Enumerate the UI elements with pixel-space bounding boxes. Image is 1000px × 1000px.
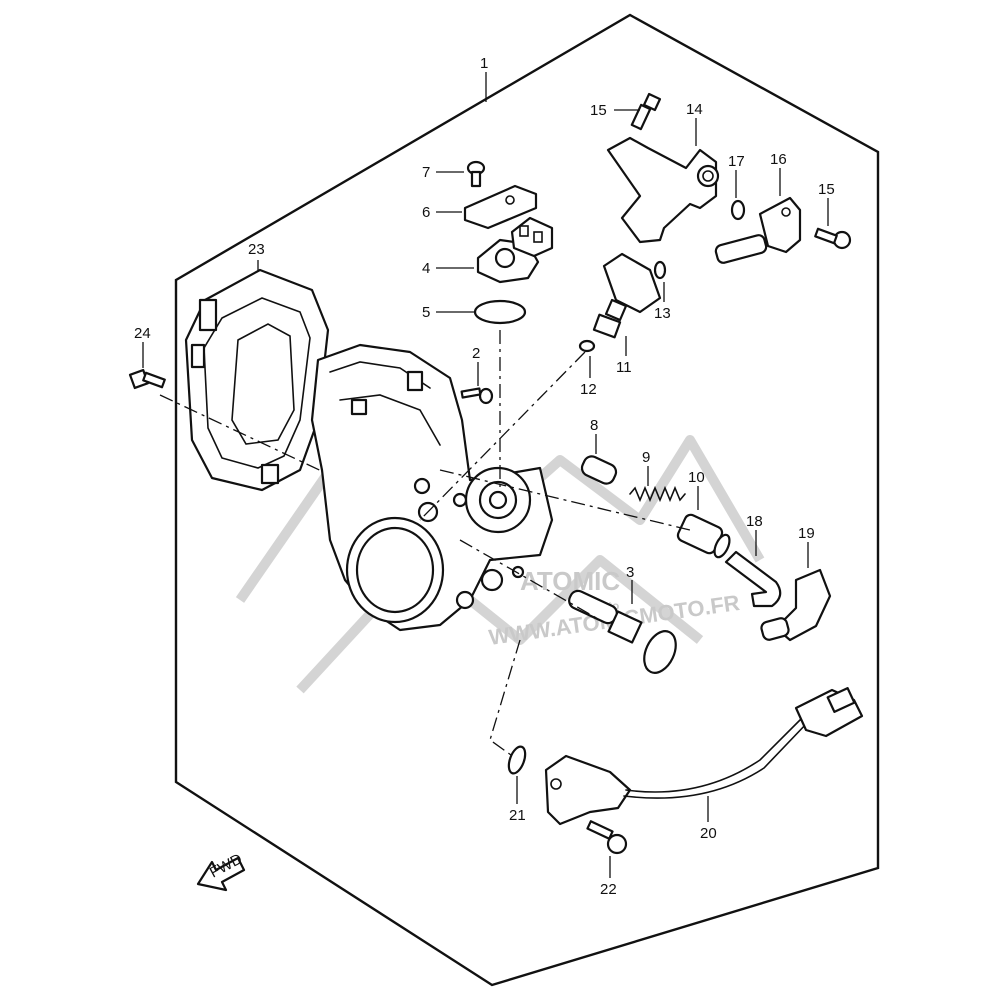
part-18-hose bbox=[724, 550, 782, 608]
watermark-brand: ATOMIC bbox=[520, 566, 620, 596]
part-9-spring bbox=[629, 485, 686, 503]
part-4-sensor bbox=[476, 216, 554, 284]
callout-7: 7 bbox=[422, 164, 430, 181]
part-6-bracket bbox=[463, 184, 538, 230]
callout-24: 24 bbox=[134, 325, 151, 342]
part-17-ring bbox=[730, 199, 746, 221]
part-12-oring bbox=[578, 339, 596, 353]
part-7-screw bbox=[466, 160, 486, 188]
callout-4: 4 bbox=[422, 260, 430, 277]
part-15-bolt-a bbox=[630, 92, 662, 131]
callout-11: 11 bbox=[616, 359, 632, 376]
part-13-oring bbox=[653, 260, 667, 280]
part-24-bolt bbox=[128, 368, 166, 390]
part-19-elbow bbox=[760, 568, 832, 642]
assembly-frame bbox=[174, 13, 880, 987]
dash-24 bbox=[159, 394, 331, 476]
callout-14: 14 bbox=[686, 101, 703, 118]
callout-3: 3 bbox=[626, 564, 634, 581]
callout-9: 9 bbox=[642, 449, 650, 466]
part-20-sensor-cable bbox=[544, 687, 864, 826]
callout-5: 5 bbox=[422, 304, 430, 321]
part-14-delivery-pipe bbox=[606, 136, 720, 244]
callout-20: 20 bbox=[700, 825, 717, 842]
callout-12: 12 bbox=[580, 381, 597, 398]
callout-8: 8 bbox=[590, 417, 598, 434]
callout-15b: 15 bbox=[818, 181, 835, 198]
callout-23: 23 bbox=[248, 241, 265, 258]
dash-10 bbox=[439, 469, 691, 531]
part-10-nut bbox=[676, 513, 731, 559]
callout-18: 18 bbox=[746, 513, 763, 530]
callout-10: 10 bbox=[688, 469, 705, 486]
fwd-arrow-icon: FWD bbox=[196, 850, 245, 892]
part-5-oring bbox=[473, 299, 527, 325]
dash-injector bbox=[419, 351, 586, 521]
part-throttle-body bbox=[310, 343, 554, 632]
callout-22: 22 bbox=[600, 881, 617, 898]
part-15-bolt-b bbox=[814, 227, 852, 250]
part-11-injector bbox=[592, 252, 662, 339]
part-16-fitting bbox=[714, 196, 802, 264]
callout-19: 19 bbox=[798, 525, 815, 542]
part-21-oring bbox=[507, 745, 527, 775]
part-23-cover bbox=[184, 268, 330, 492]
callout-16: 16 bbox=[770, 151, 787, 168]
dash-21 bbox=[489, 639, 521, 761]
part-8-plunger bbox=[580, 455, 618, 485]
part-2-screw bbox=[460, 387, 494, 405]
callout-17: 17 bbox=[728, 153, 745, 170]
callout-15a: 15 bbox=[590, 102, 607, 119]
callout-13: 13 bbox=[654, 305, 671, 322]
callout-21: 21 bbox=[509, 807, 526, 824]
part-22-bolt bbox=[586, 820, 628, 855]
callout-2: 2 bbox=[472, 345, 480, 362]
part-3-adjust-screw bbox=[568, 589, 677, 674]
callout-1: 1 bbox=[480, 55, 488, 72]
callout-6: 6 bbox=[422, 204, 430, 221]
